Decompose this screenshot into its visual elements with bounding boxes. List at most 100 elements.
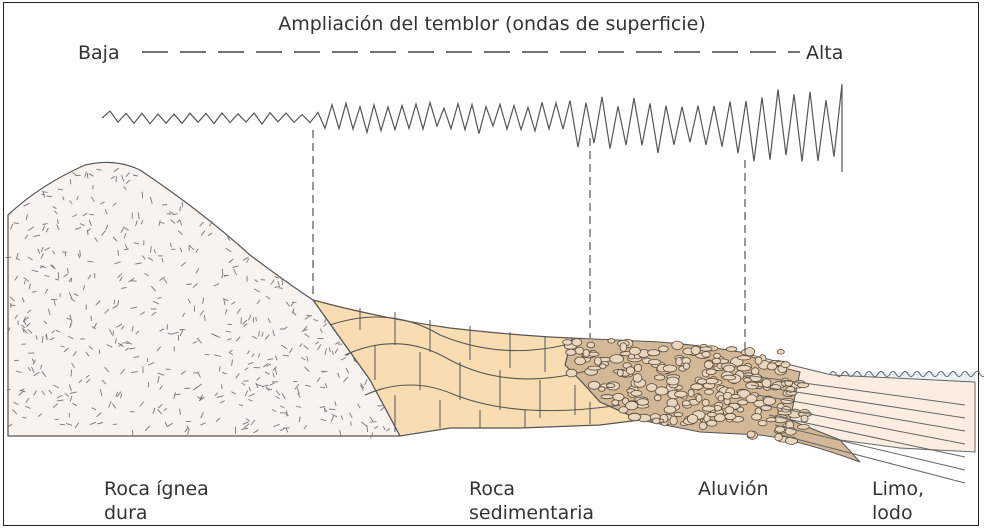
pebble <box>632 373 643 383</box>
igneous-fleck <box>141 191 144 199</box>
igneous-fleck <box>31 366 35 373</box>
igneous-fleck <box>200 422 206 426</box>
igneous-fleck <box>12 409 18 415</box>
pebble <box>704 377 719 385</box>
silt-strata <box>744 374 966 484</box>
igneous-fleck <box>157 376 160 383</box>
sediment-bed-line <box>344 343 591 380</box>
igneous-fleck <box>54 210 58 215</box>
pebble <box>701 398 710 407</box>
igneous-fleck <box>89 421 97 426</box>
igneous-fleck <box>159 276 166 281</box>
pebble <box>673 412 684 418</box>
igneous-fleck <box>13 401 19 406</box>
igneous-fleck <box>113 261 121 265</box>
igneous-fleck <box>195 268 200 274</box>
igneous-fleck <box>27 367 31 372</box>
igneous-fleck <box>224 308 228 315</box>
label-silt-mud: Limo, lodo <box>872 478 925 524</box>
scale-high-label: Alta <box>806 42 844 64</box>
igneous-fleck <box>264 334 270 340</box>
igneous-fleck <box>123 186 127 191</box>
igneous-fleck <box>69 395 73 402</box>
igneous-fleck <box>277 281 280 286</box>
label-sedimentary-rock: Roca sedimentaria <box>469 478 594 524</box>
igneous-fleck <box>117 273 123 278</box>
igneous-fleck <box>22 327 25 333</box>
igneous-fleck <box>64 392 70 397</box>
igneous-fleck <box>118 342 124 347</box>
igneous-fleck <box>279 412 287 414</box>
igneous-fleck <box>304 315 311 320</box>
igneous-fleck <box>258 330 260 337</box>
igneous-fleck <box>120 393 123 399</box>
igneous-fleck <box>196 337 202 344</box>
igneous-fleck <box>186 425 190 430</box>
igneous-fleck <box>275 395 280 400</box>
igneous-fleck <box>117 250 120 256</box>
igneous-fleck <box>345 367 350 374</box>
igneous-fleck <box>163 408 168 412</box>
pebble <box>630 390 643 397</box>
igneous-fleck <box>254 279 259 283</box>
igneous-fleck <box>223 299 226 306</box>
pebble <box>571 338 583 347</box>
pebble <box>723 364 735 373</box>
igneous-fleck <box>65 422 73 426</box>
igneous-fleck <box>242 319 248 325</box>
igneous-fleck <box>172 213 178 216</box>
pebble <box>705 368 717 375</box>
igneous-fleck <box>152 300 160 305</box>
igneous-fleck <box>101 230 106 236</box>
igneous-fleck <box>41 336 44 343</box>
pebble <box>757 420 768 427</box>
pebble <box>746 430 756 438</box>
igneous-fleck <box>274 355 278 361</box>
pebble <box>653 394 662 402</box>
igneous-fleck <box>85 374 90 378</box>
pebble <box>736 365 752 372</box>
igneous-fleck <box>281 393 286 400</box>
igneous-fleck <box>256 384 264 388</box>
igneous-fleck <box>68 384 73 391</box>
igneous-fleck <box>176 219 181 223</box>
igneous-fleck <box>49 337 55 341</box>
igneous-fleck <box>248 393 255 397</box>
igneous-fleck <box>45 334 48 341</box>
igneous-fleck <box>294 383 300 390</box>
igneous-fleck <box>15 370 22 373</box>
igneous-fleck <box>322 370 328 373</box>
igneous-fleck <box>35 335 38 340</box>
igneous-fleck <box>241 427 249 430</box>
igneous-fleck <box>274 368 278 375</box>
igneous-fleck <box>93 322 98 329</box>
igneous-fleck <box>298 416 301 423</box>
igneous-fleck <box>40 364 43 370</box>
igneous-fleck <box>144 273 149 277</box>
pebble <box>633 363 643 372</box>
pebble <box>594 356 602 366</box>
igneous-fleck <box>40 246 44 253</box>
igneous-fleck <box>244 390 249 397</box>
igneous-fleck <box>135 330 140 335</box>
igneous-fleck <box>72 402 78 407</box>
igneous-fleck <box>82 212 88 217</box>
igneous-fleck <box>135 262 142 265</box>
igneous-fleck <box>6 327 11 334</box>
igneous-fleck <box>116 323 123 328</box>
igneous-fleck <box>22 316 27 323</box>
igneous-fleck <box>272 329 275 337</box>
igneous-fleck <box>334 341 340 345</box>
figure-title: Ampliación del temblor (ondas de superfi… <box>278 13 706 35</box>
igneous-fleck <box>324 347 328 355</box>
igneous-fleck <box>43 320 48 325</box>
igneous-fleck <box>123 248 129 251</box>
igneous-fleck <box>37 413 43 417</box>
igneous-fleck <box>88 219 92 227</box>
igneous-fleck <box>91 407 97 411</box>
igneous-fleck <box>27 226 35 231</box>
pebble <box>646 383 658 392</box>
igneous-fleck <box>131 371 138 374</box>
igneous-fleck <box>104 209 108 215</box>
igneous-fleck <box>331 350 334 355</box>
